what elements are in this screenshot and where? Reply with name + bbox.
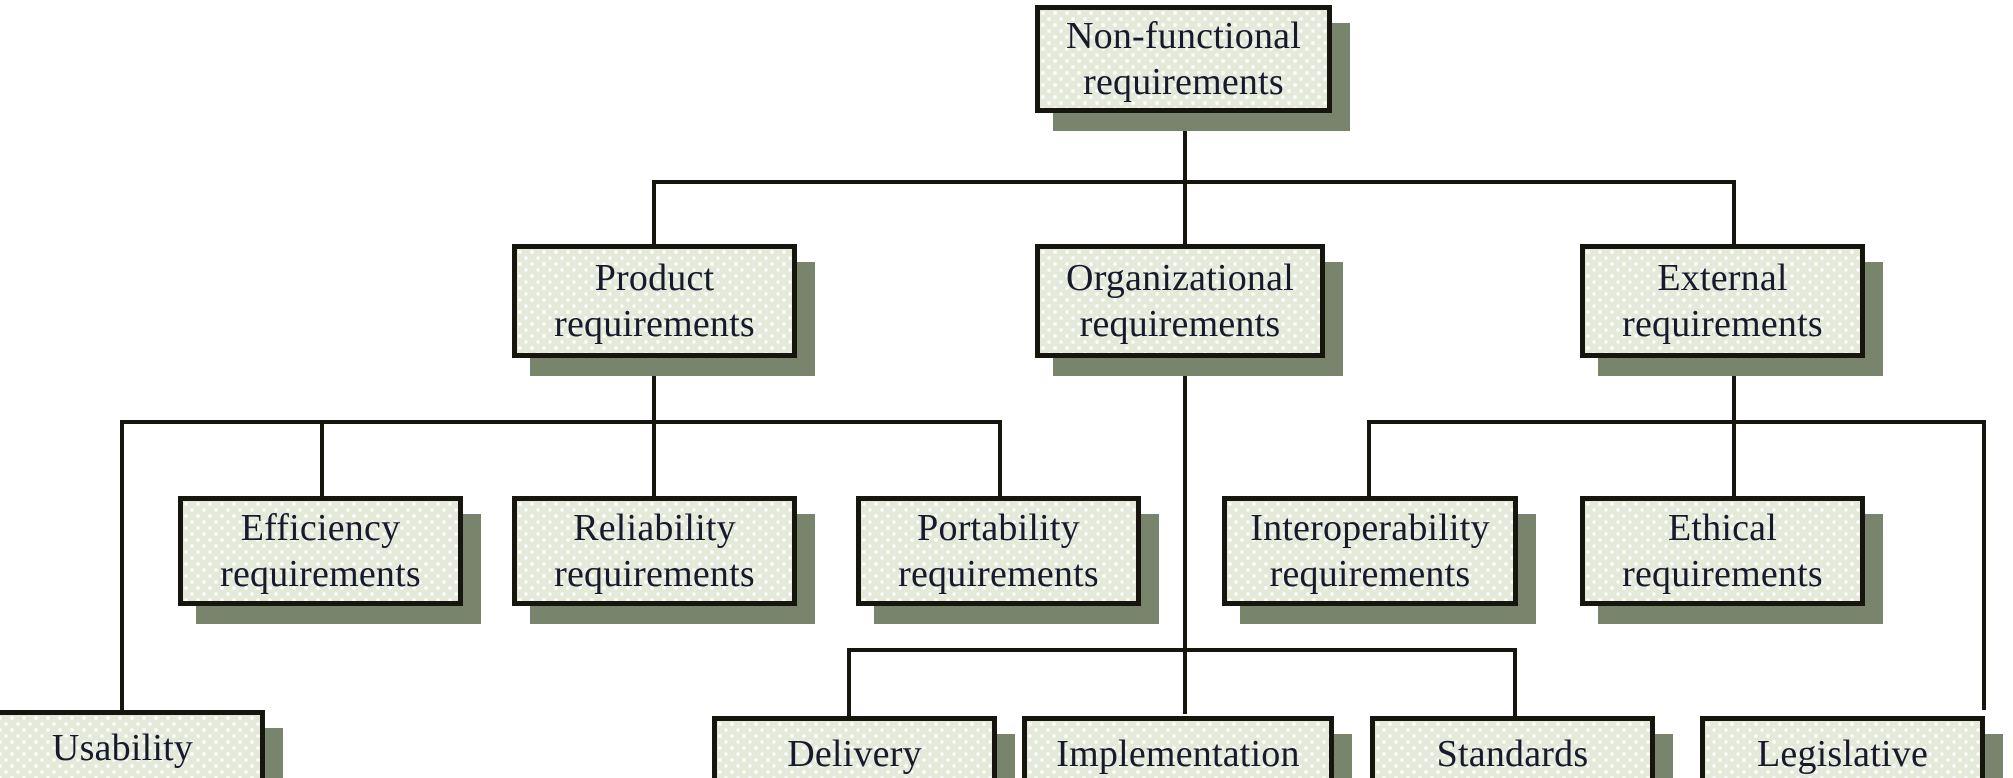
node-label-line1: External: [1657, 256, 1788, 299]
node-implementation[interactable]: Implementation: [1022, 716, 1352, 778]
edge-root-stem: [1183, 108, 1187, 244]
node-label-line2: requirements: [898, 553, 1099, 595]
box-face: Ethical requirements: [1580, 496, 1865, 606]
node-label-line2: requirements: [1622, 303, 1823, 345]
node-standards[interactable]: Standards: [1370, 716, 1673, 778]
node-efficiency-requirements[interactable]: Efficiency requirements: [178, 496, 481, 624]
box-face: Legislative: [1700, 716, 1985, 778]
box-face: Product requirements: [512, 244, 797, 358]
node-label-line1: Delivery: [787, 733, 922, 775]
edge-product-efficiency: [320, 420, 324, 496]
node-label-line1: Legislative: [1756, 733, 1929, 775]
edge-bus-product: [120, 420, 1000, 424]
box-face: Delivery: [712, 716, 997, 778]
node-usability[interactable]: Usability: [0, 710, 283, 778]
node-external-requirements[interactable]: External requirements: [1580, 244, 1883, 376]
node-label-line1: Organizational: [1066, 256, 1294, 299]
node-legislative[interactable]: Legislative: [1700, 716, 2003, 778]
edge-bus-external: [1367, 420, 1986, 424]
edge-root-product: [652, 180, 656, 244]
edge-organizational-stem: [1183, 244, 1187, 714]
edge-external-ethical: [1732, 420, 1736, 496]
edge-root-external: [1732, 180, 1736, 244]
box-face: Usability: [0, 710, 265, 778]
node-label-line2: requirements: [554, 553, 755, 595]
box-face: Reliability requirements: [512, 496, 797, 606]
node-delivery[interactable]: Delivery: [712, 716, 1015, 778]
node-reliability-requirements[interactable]: Reliability requirements: [512, 496, 815, 624]
edge-external-stem: [1732, 358, 1736, 422]
edge-product-stem: [652, 358, 656, 422]
box-face: Portability requirements: [856, 496, 1141, 606]
edge-external-interoperability: [1367, 420, 1371, 496]
node-label-line2: requirements: [554, 303, 755, 345]
box-face: Non-functional requirements: [1035, 5, 1332, 113]
box-face: Organizational requirements: [1035, 244, 1325, 358]
node-label-line1: Interoperability: [1250, 506, 1490, 549]
node-label-line1: Usability: [51, 727, 194, 769]
node-label-line1: Reliability: [573, 506, 736, 549]
edge-bus-organizational: [847, 648, 1517, 652]
node-label-line1: Standards: [1436, 733, 1589, 775]
box-face: Standards: [1370, 716, 1655, 778]
edge-organizational-delivery: [847, 648, 851, 716]
node-label-line2: requirements: [1083, 61, 1284, 103]
node-label-line1: Implementation: [1056, 733, 1300, 775]
node-label-line1: Product: [594, 256, 715, 299]
node-label-line1: Ethical: [1667, 506, 1778, 549]
edge-bus-level2: [652, 180, 1736, 184]
node-label-line2: requirements: [1079, 303, 1281, 345]
edge-organizational-standards: [1513, 648, 1517, 716]
node-label-line2: requirements: [1269, 553, 1471, 595]
node-label-line2: requirements: [1622, 553, 1823, 595]
box-face: Interoperability requirements: [1222, 496, 1518, 606]
box-face: Implementation: [1022, 716, 1334, 778]
box-face: Efficiency requirements: [178, 496, 463, 606]
node-label-line1: Efficiency: [240, 506, 401, 549]
edge-product-portability: [998, 420, 1002, 496]
node-product-requirements[interactable]: Product requirements: [512, 244, 815, 376]
node-portability-requirements[interactable]: Portability requirements: [856, 496, 1159, 624]
node-ethical-requirements[interactable]: Ethical requirements: [1580, 496, 1883, 624]
edge-product-reliability: [652, 420, 656, 496]
node-organizational-requirements[interactable]: Organizational requirements: [1035, 244, 1343, 376]
edge-external-legislative: [1982, 420, 1986, 710]
node-label-line1: Portability: [917, 506, 1080, 549]
node-interoperability-requirements[interactable]: Interoperability requirements: [1222, 496, 1536, 624]
node-root-nonfunctional-requirements[interactable]: Non-functional requirements: [1035, 5, 1350, 131]
edge-product-usability: [120, 420, 124, 710]
node-label-line2: requirements: [220, 553, 421, 595]
node-label-line1: Non-functional: [1066, 14, 1301, 57]
box-face: External requirements: [1580, 244, 1865, 358]
